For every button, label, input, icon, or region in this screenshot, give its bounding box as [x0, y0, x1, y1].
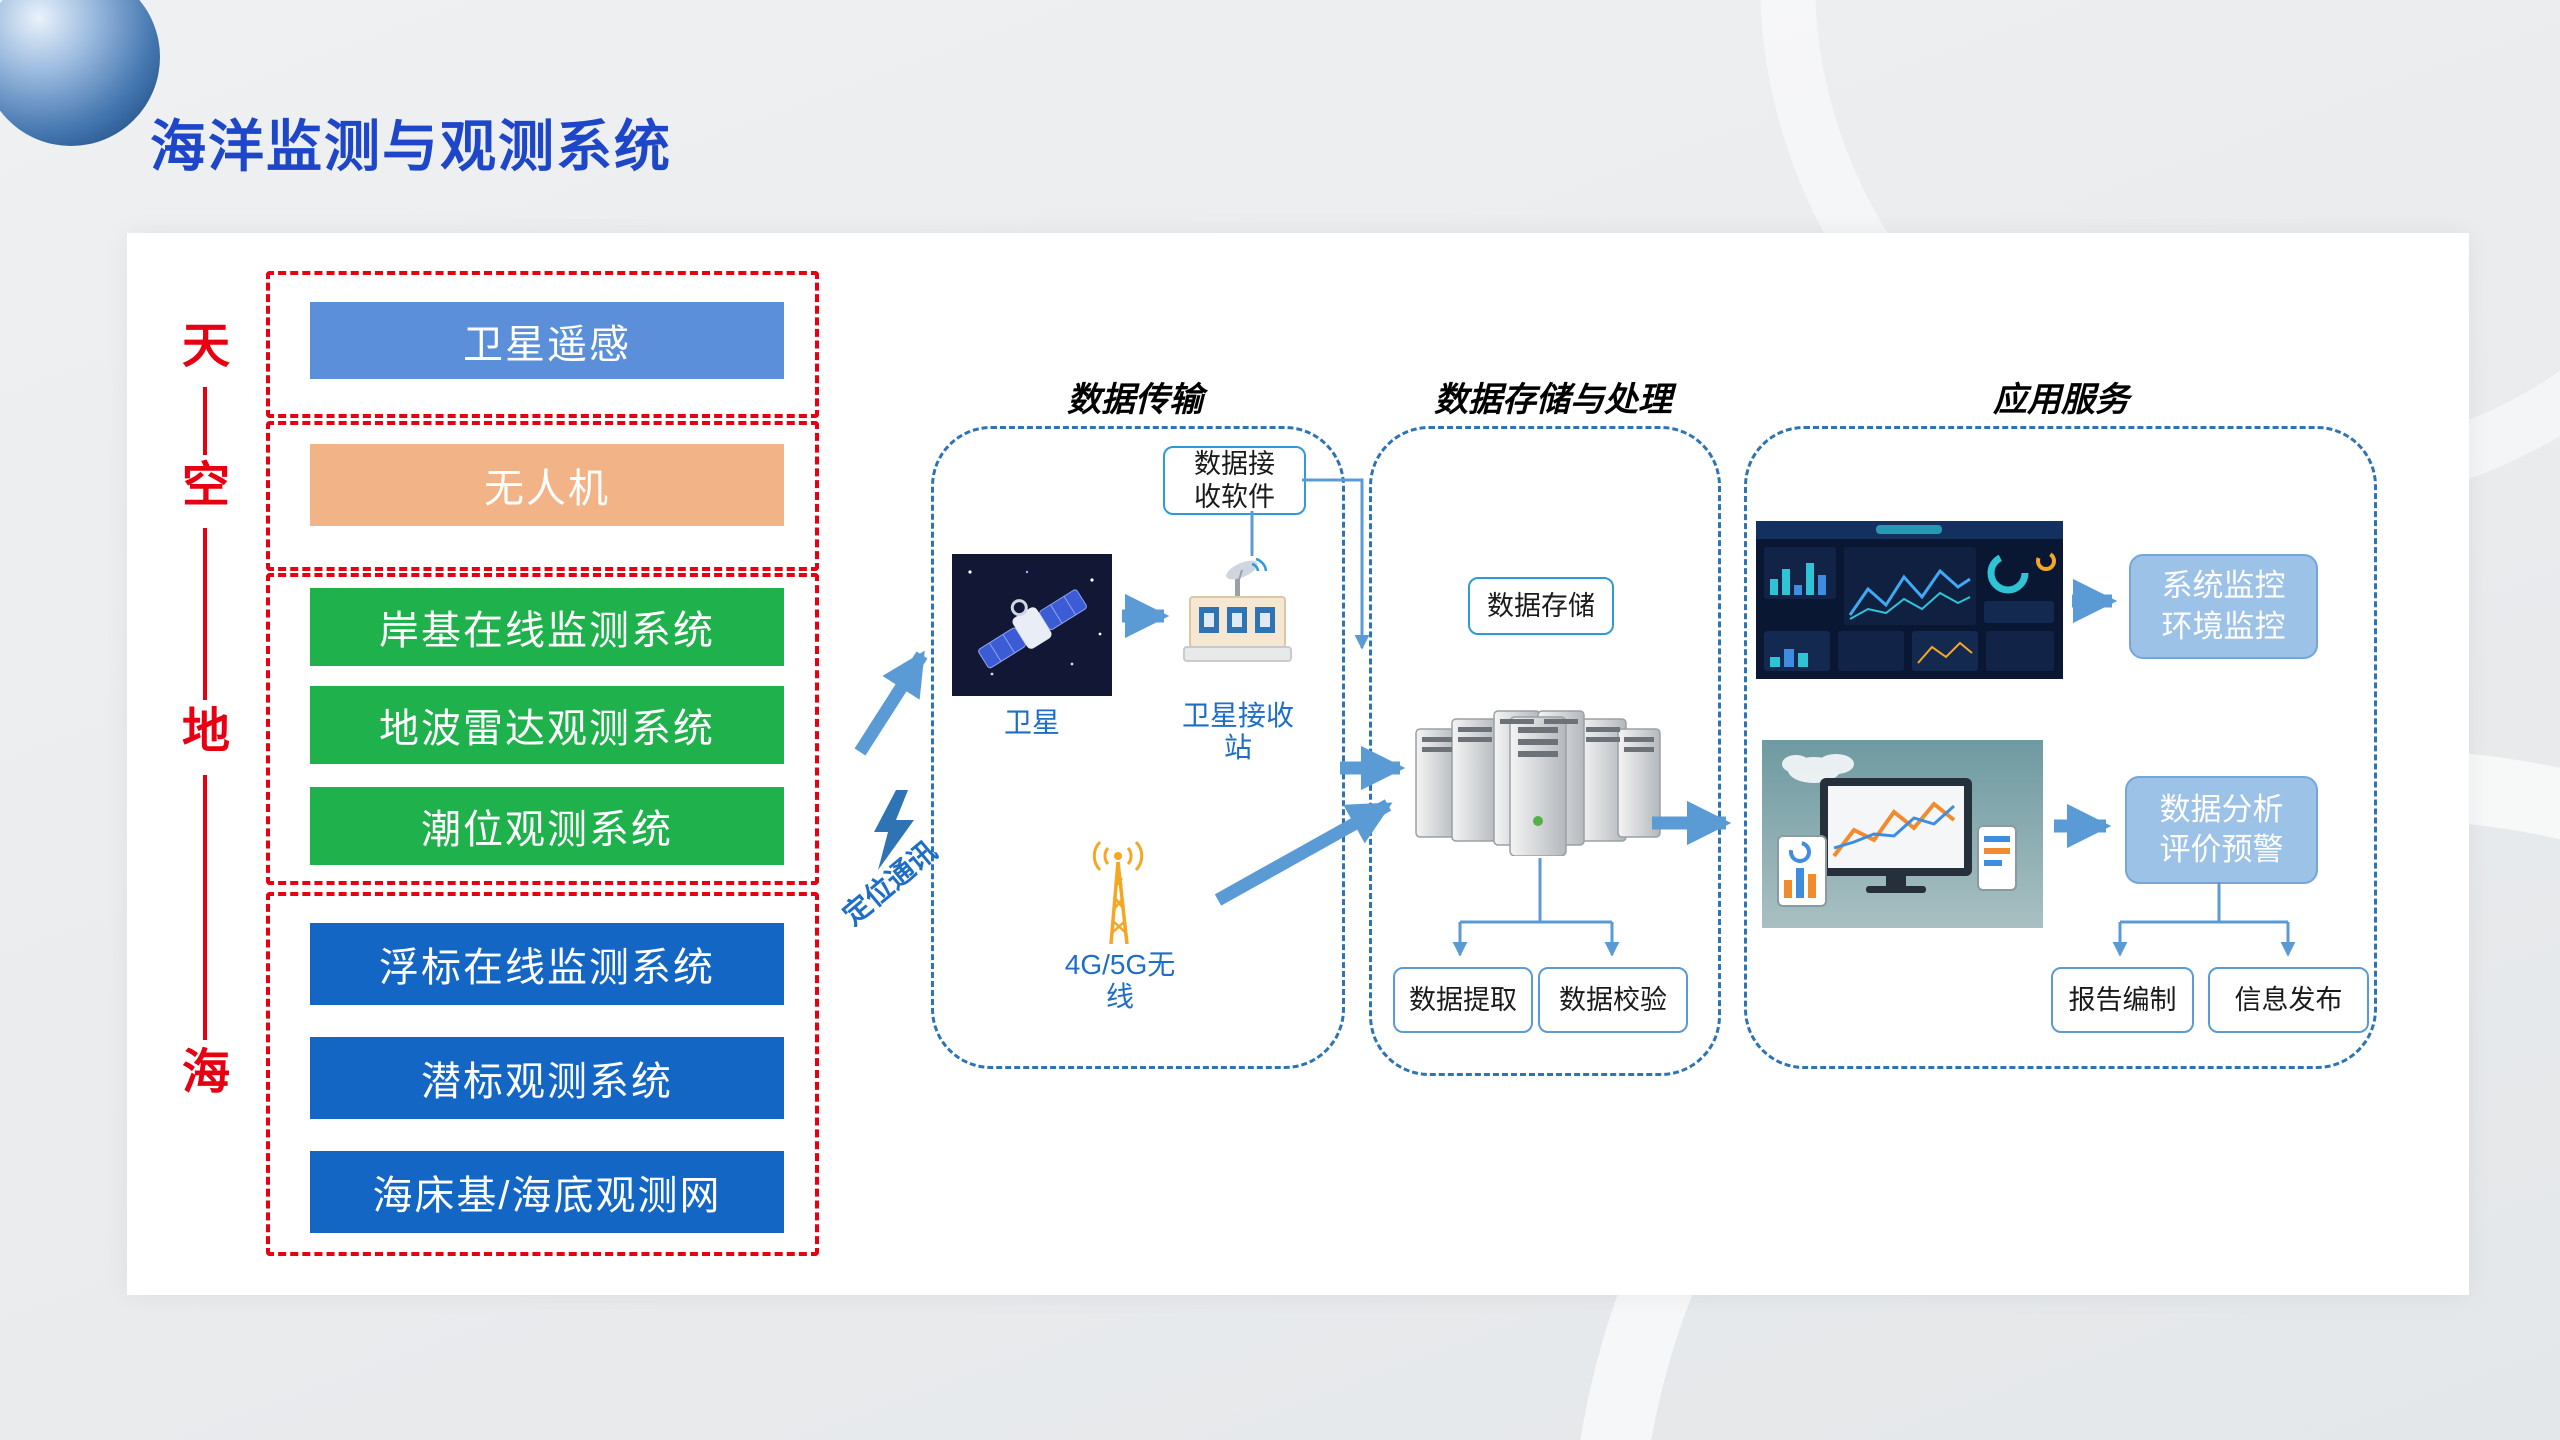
bar-seabed-network: 海床基/海底观测网 [310, 1151, 784, 1233]
card-system-monitoring: 系统监控 环境监控 [2129, 554, 2318, 659]
sky-group-satellite-box [266, 271, 819, 418]
land-group-box [266, 573, 819, 885]
bar-satellite-remote-sensing: 卫星遥感 [310, 302, 784, 379]
tag-data-receiving-software: 数据接 收软件 [1163, 446, 1306, 515]
axis-label-land: 地 [182, 705, 231, 758]
axis-label-sky-bottom: 空 [182, 459, 231, 512]
axis-line [203, 775, 207, 1040]
section-title-storage: 数据存储与处理 [1434, 382, 1672, 419]
dashboard-screenshot [1756, 521, 2063, 679]
server-cluster-icon [1414, 701, 1662, 856]
satellite-caption: 卫星 [1003, 707, 1061, 738]
station-caption: 卫星接收 站 [1181, 700, 1295, 764]
lightning-icon [872, 790, 918, 870]
satellite-station-icon [1182, 557, 1293, 673]
axis-line [203, 387, 207, 455]
application-container [1744, 426, 2377, 1069]
tag-data-verify: 数据校验 [1538, 967, 1688, 1033]
bar-buoy-monitoring: 浮标在线监测系统 [310, 923, 784, 1005]
bar-radar-observation: 地波雷达观测系统 [310, 686, 784, 764]
sky-group-drone-box [266, 421, 819, 571]
card-data-analysis: 数据分析 评价预警 [2125, 776, 2318, 884]
bar-submerged-buoy: 潜标观测系统 [310, 1037, 784, 1119]
monitoring-screenshot [1762, 740, 2043, 928]
satellite-image [952, 554, 1112, 696]
sea-group-box [266, 892, 819, 1256]
bar-drone: 无人机 [310, 444, 784, 526]
antenna-4g5g-icon [1071, 826, 1166, 944]
decorative-sphere [0, 0, 160, 146]
tag-data-storage: 数据存储 [1468, 577, 1614, 635]
page-title: 海洋监测与观测系统 [150, 115, 672, 178]
axis-label-sea: 海 [182, 1046, 231, 1099]
axis-line [203, 528, 207, 700]
section-title-transmission: 数据传输 [1067, 382, 1203, 419]
transmission-container [931, 426, 1345, 1069]
tag-report-compilation: 报告编制 [2051, 967, 2194, 1033]
tag-information-release: 信息发布 [2208, 967, 2369, 1033]
bar-tide-observation: 潮位观测系统 [310, 787, 784, 865]
bar-shore-monitoring: 岸基在线监测系统 [310, 588, 784, 666]
section-title-application: 应用服务 [1993, 382, 2129, 419]
tag-data-extract: 数据提取 [1393, 967, 1533, 1033]
axis-label-sky-top: 天 [182, 320, 231, 373]
wireless-caption: 4G/5G无 线 [1064, 949, 1176, 1013]
